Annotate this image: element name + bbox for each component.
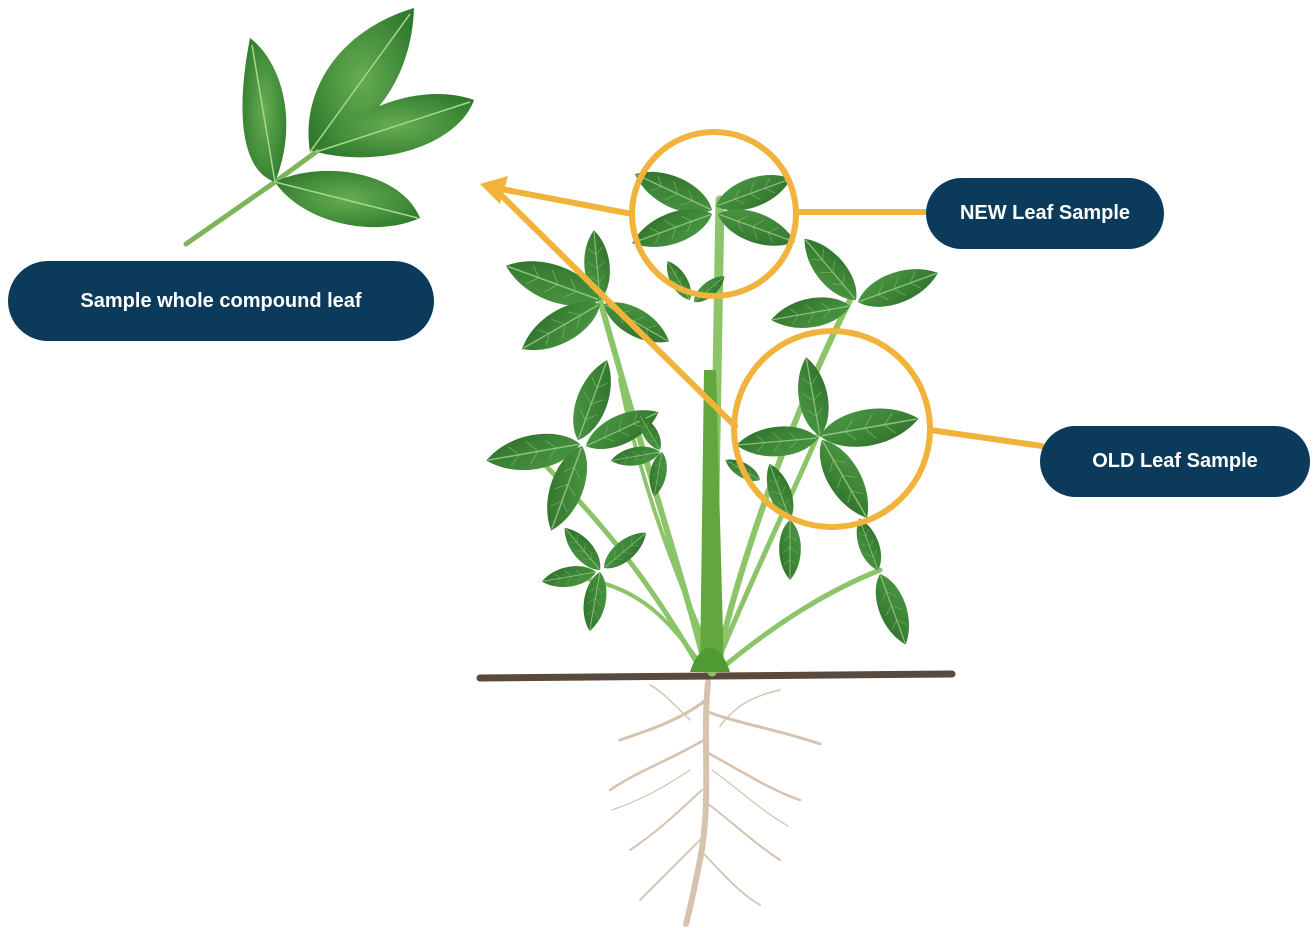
old-leaf-connector (930, 430, 1042, 446)
compound-leaf-label: Sample whole compound leaf (8, 261, 434, 341)
peanut-plant-icon (483, 160, 943, 672)
compound-leaf-icon (186, 8, 474, 244)
root-system-icon (610, 682, 820, 924)
soil-line (480, 674, 952, 678)
new-leaf-label: NEW Leaf Sample (926, 178, 1164, 249)
new-leaf-highlight-circle (632, 132, 796, 296)
old-leaf-label: OLD Leaf Sample (1040, 426, 1310, 497)
